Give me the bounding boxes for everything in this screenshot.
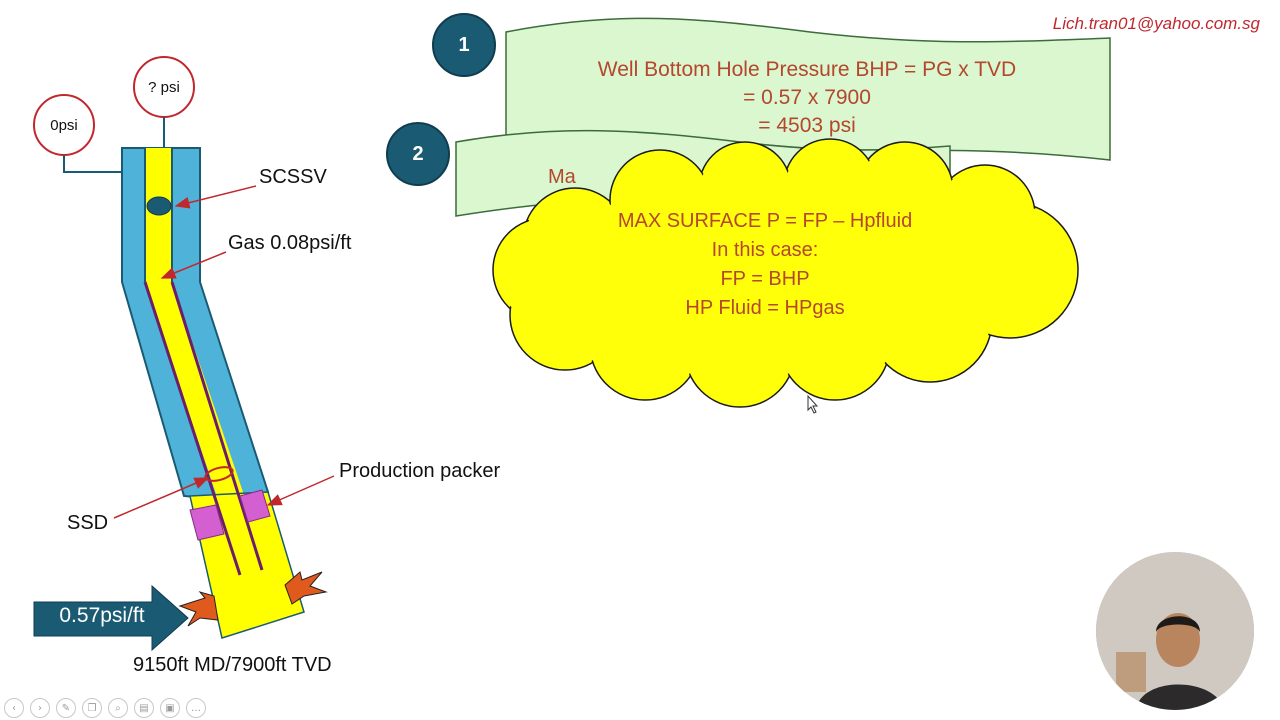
tubing-gauge-value: ? psi: [148, 79, 180, 96]
annulus-gauge-value: 0psi: [50, 117, 78, 134]
fp-equals: FP = BHP: [720, 268, 810, 290]
zoom-icon[interactable]: ⌕: [108, 698, 128, 718]
perforation-burst-right: [284, 571, 328, 605]
step-1-badge: 1: [432, 13, 496, 77]
depth-label: 9150ft MD/7900ft TVD: [133, 654, 332, 676]
step-2-badge: 2: [386, 122, 450, 186]
gas-gradient-label: Gas 0.08psi/ft: [228, 232, 352, 254]
presenter-webcam: [1096, 552, 1254, 710]
banner-1-text: Well Bottom Hole Pressure BHP = PG x TVD…: [560, 56, 1054, 140]
pen-icon[interactable]: ✎: [56, 698, 76, 718]
mouse-cursor-icon: [807, 394, 819, 414]
tubing: [145, 148, 244, 500]
scssv-valve: [146, 196, 172, 216]
bhp-result: = 4503 psi: [758, 114, 856, 137]
copy-icon[interactable]: ❐: [82, 698, 102, 718]
tubing-gauge: [133, 56, 195, 148]
banner-2-text: Ma: [548, 166, 576, 188]
hp-fluid-equals: HP Fluid = HPgas: [685, 297, 845, 319]
max-surface-formula: MAX SURFACE P = FP – Hpfluid: [617, 210, 913, 232]
prev-icon[interactable]: ‹: [4, 698, 24, 718]
packer-left: [189, 504, 225, 541]
gradient-arrow: [33, 584, 189, 652]
presenter-avatar-icon: [1096, 552, 1254, 710]
ssd-label: SSD: [67, 512, 109, 534]
formation-gradient-label: 0.57psi/ft: [59, 604, 145, 627]
case-intro: In this case:: [711, 239, 819, 261]
next-icon[interactable]: ›: [30, 698, 50, 718]
slideshow-toolbar: ‹ › ✎ ❐ ⌕ ▤ ▣ …: [4, 698, 206, 718]
subtitles-icon[interactable]: ▤: [134, 698, 154, 718]
production-packer-label: Production packer: [339, 460, 501, 482]
bhp-calc: = 0.57 x 7900: [743, 86, 871, 109]
annulus-gauge: [33, 94, 124, 173]
cloud-text: MAX SURFACE P = FP – Hpfluid In this cas…: [560, 207, 970, 323]
camera-icon[interactable]: ▣: [160, 698, 180, 718]
scssv-label: SCSSV: [259, 166, 327, 188]
cloud-callout: [492, 138, 1079, 408]
packer-right: [239, 489, 271, 523]
perforation-burst-left: [178, 591, 219, 627]
author-email: Lich.tran01@yahoo.com.sg: [1052, 14, 1260, 33]
more-icon[interactable]: …: [186, 698, 206, 718]
bhp-formula: Well Bottom Hole Pressure BHP = PG x TVD: [597, 58, 1017, 81]
